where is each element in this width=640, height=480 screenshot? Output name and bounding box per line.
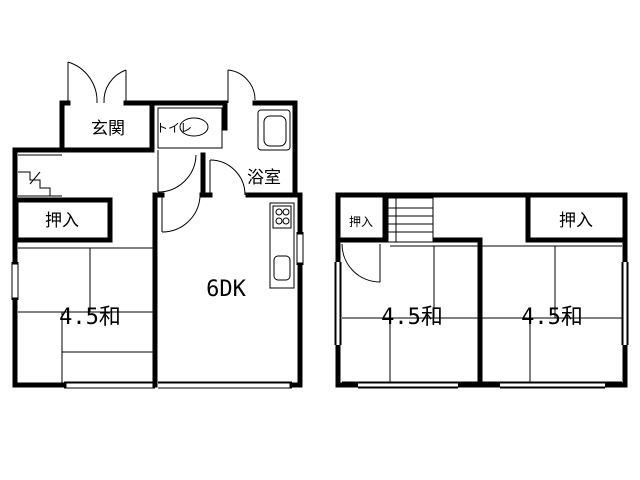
closet-small-label-floor2: 押入 [349, 215, 373, 229]
closet-label-floor1: 押入 [45, 211, 79, 231]
walls-floor1 [12, 100, 303, 388]
stairs-floor1 [18, 154, 62, 197]
bathtub-icon [257, 109, 291, 151]
closet-label-floor2: 押入 [559, 211, 593, 231]
stairs-floor2 [387, 197, 434, 243]
washitsu-label-floor1: 4.5和 [59, 305, 121, 330]
windows-floor1 [11, 232, 304, 389]
washitsu-left-label: 4.5和 [381, 305, 443, 330]
walls-floor2 [335, 192, 628, 388]
windows-floor2 [336, 262, 627, 387]
tatami-lines-floor1 [17, 200, 295, 384]
floor-1: 玄関 トイレ 浴室 押入 4.5和 6DK [11, 61, 304, 389]
washitsu-right-label: 4.5和 [521, 305, 583, 330]
toilet-label: トイレ [156, 121, 192, 135]
genkan-label: 玄関 [91, 119, 125, 139]
interior-doors-floor1 [157, 69, 256, 233]
ldk-label: 6DK [206, 277, 246, 302]
kitchen-counter-icon [269, 202, 295, 289]
floor-2: 押入 押入 4.5和 4.5和 [334, 192, 629, 389]
entrance-doors [67, 61, 127, 104]
bath-label: 浴室 [247, 168, 281, 188]
interior-door-floor2 [341, 243, 381, 283]
toilet-icon [157, 107, 223, 149]
